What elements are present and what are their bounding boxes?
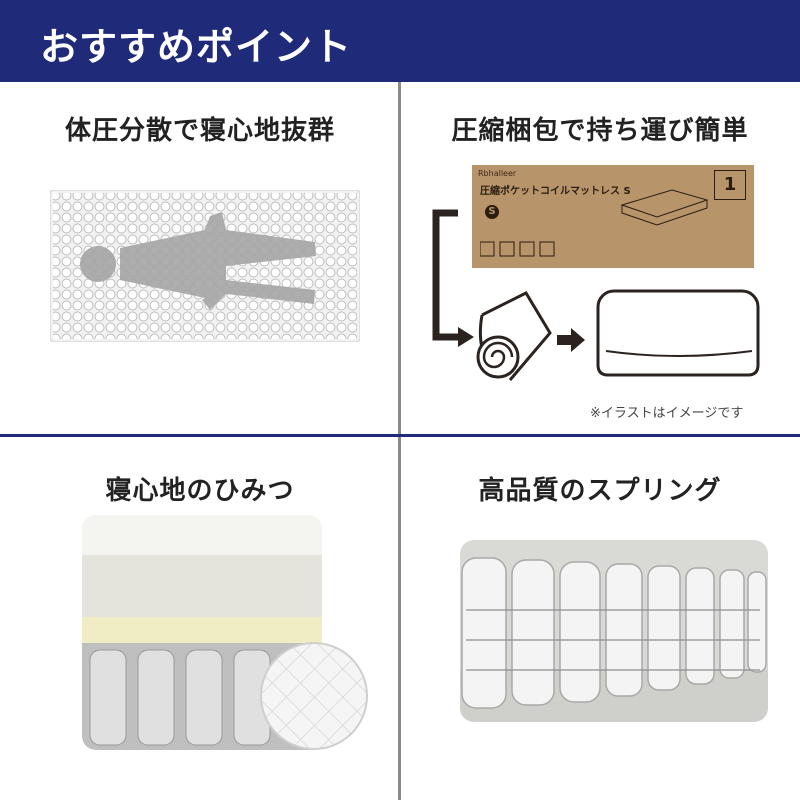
fabric-closeup-circle (260, 642, 368, 750)
box-quantity: 1 (714, 170, 746, 200)
unroll-arrow-icon (432, 209, 474, 347)
box-size-badge: S (485, 205, 499, 219)
pressure-distribution-illustration (50, 190, 360, 342)
panel-title-pressure: 体圧分散で寝心地抜群 (64, 116, 335, 146)
springs-illustration (460, 557, 768, 722)
vertical-divider (398, 82, 401, 800)
right-arrow-icon (557, 328, 585, 352)
box-mattress-diagram (620, 189, 709, 226)
flat-mattress-illustration (596, 289, 760, 377)
box-product-name: 圧縮ポケットコイルマットレス S (480, 186, 631, 197)
panel-title-compression: 圧縮梱包で持ち運び簡単 (451, 116, 749, 146)
pocket-springs-photo (460, 540, 768, 722)
panel-title-springs: 高品質のスプリング (478, 476, 722, 506)
page-title: おすすめポイント (40, 25, 353, 69)
panel-title-comfort: 寝心地のひみつ (105, 476, 295, 506)
header-bar: おすすめポイント (0, 0, 800, 82)
box-icons-row (480, 241, 555, 257)
box-logo: Rbhalleer (478, 169, 517, 178)
horizontal-divider (0, 434, 800, 437)
mattress-layers-photo (82, 515, 322, 750)
illustration-note: ※イラストはイメージです (590, 406, 744, 421)
cardboard-box: Rbhalleer 圧縮ポケットコイルマットレス S S 1 (472, 165, 754, 268)
rolled-mattress-illustration (476, 291, 552, 381)
layers-illustration (82, 515, 322, 750)
